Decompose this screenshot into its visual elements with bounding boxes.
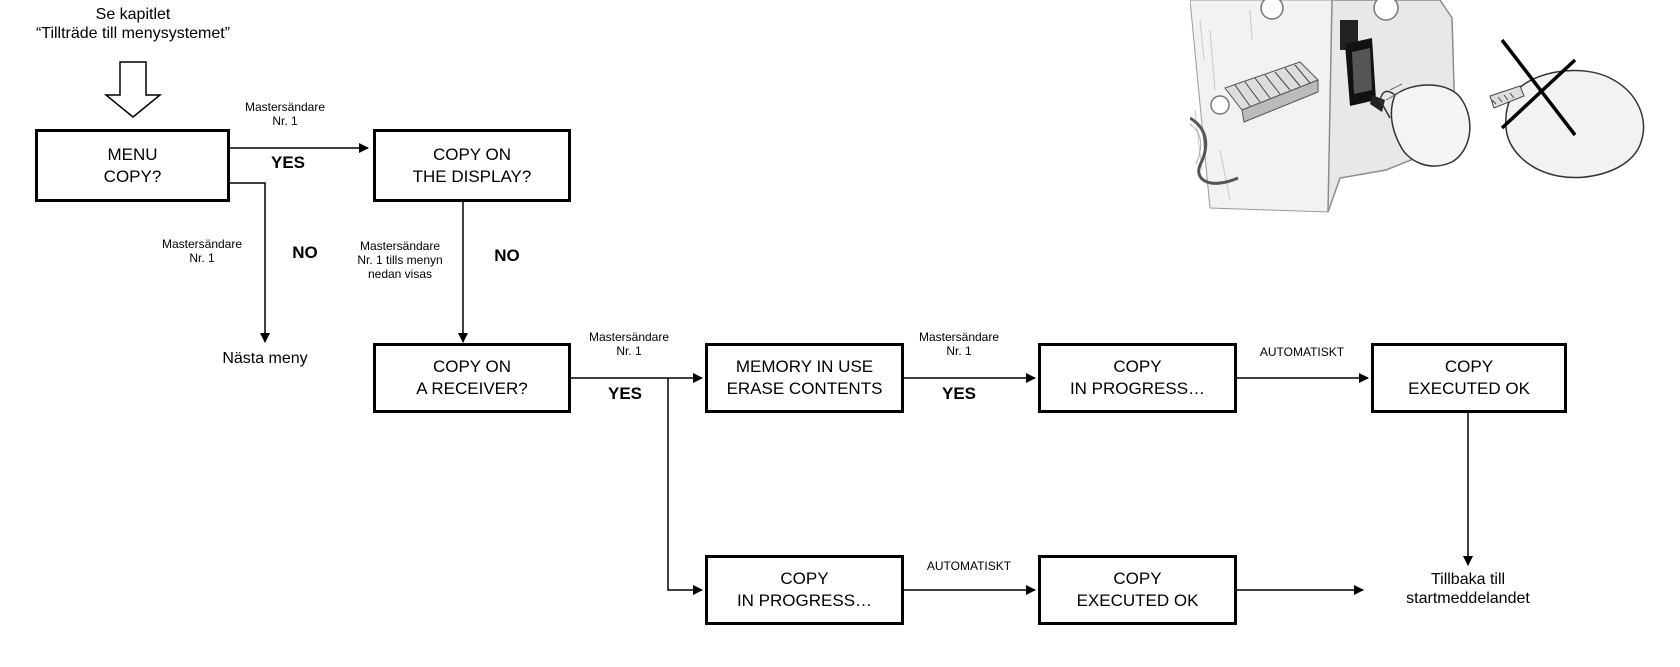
label-master-receiver: Mastersändare Nr. 1 bbox=[569, 330, 689, 358]
node-line: MEMORY IN USE bbox=[735, 357, 874, 376]
node-copy-executed-top: COPY EXECUTED OK bbox=[1371, 343, 1567, 413]
label-line: Nr. 1 bbox=[189, 251, 215, 265]
node-line: COPY bbox=[1444, 357, 1494, 376]
label-line: startmeddelandet bbox=[1406, 590, 1530, 607]
node-line: THE DISPLAY? bbox=[412, 166, 532, 186]
node-copy-executed-bottom: COPY EXECUTED OK bbox=[1038, 555, 1237, 625]
label-line: Tillbaka till bbox=[1430, 571, 1506, 588]
label-line: Nr. 1 tills menyn bbox=[357, 253, 443, 267]
node-line: A RECEIVER? bbox=[416, 379, 528, 398]
label-master-yes-1: Mastersändare Nr. 1 bbox=[225, 100, 345, 128]
label-no-2: NO bbox=[494, 246, 520, 265]
node-memory-in-use: MEMORY IN USE ERASE CONTENTS bbox=[705, 343, 904, 413]
label-line: Nr. 1 bbox=[616, 344, 642, 358]
label-master-no-1: Mastersändare Nr. 1 bbox=[142, 237, 262, 265]
label-line: Mastersändare bbox=[244, 100, 326, 114]
node-line: COPY? bbox=[103, 166, 162, 186]
arrow-receiver-to-progress-bottom bbox=[667, 378, 703, 595]
intro-line-1: Se kapitlet bbox=[95, 6, 171, 23]
label-no-1: NO bbox=[292, 243, 318, 262]
label-line: nedan visas bbox=[367, 267, 433, 281]
arrow-menu-to-next bbox=[230, 182, 270, 343]
label-yes-1: YES bbox=[270, 153, 306, 172]
node-copy-in-progress-bottom: COPY IN PROGRESS… bbox=[705, 555, 904, 625]
node-line: IN PROGRESS… bbox=[1069, 379, 1206, 398]
label-line: Mastersändare bbox=[359, 239, 441, 253]
label-auto-bottom: AUTOMATISKT bbox=[926, 559, 1012, 573]
label-next-menu: Nästa meny bbox=[222, 350, 308, 367]
label-line: Mastersändare bbox=[588, 330, 670, 344]
label-back-to-start: Tillbaka till startmeddelandet bbox=[1385, 570, 1551, 608]
label-master-until-menu: Mastersändare Nr. 1 tills menyn nedan vi… bbox=[340, 239, 460, 281]
entry-hollow-arrow bbox=[103, 61, 163, 118]
node-copy-on-receiver: COPY ON A RECEIVER? bbox=[373, 343, 571, 413]
node-copy-in-progress-top: COPY IN PROGRESS… bbox=[1038, 343, 1237, 413]
node-line: COPY ON bbox=[432, 144, 512, 164]
node-menu-copy: MENU COPY? bbox=[35, 129, 230, 202]
label-line: Mastersändare bbox=[918, 330, 1000, 344]
node-copy-on-display: COPY ON THE DISPLAY? bbox=[373, 129, 571, 202]
label-line: Nr. 1 bbox=[946, 344, 972, 358]
receiver-device-illustration bbox=[1190, 0, 1645, 213]
node-line: COPY bbox=[1113, 569, 1162, 588]
node-line: MENU bbox=[107, 144, 158, 164]
label-line: Nr. 1 bbox=[272, 114, 298, 128]
node-line: EXECUTED OK bbox=[1408, 379, 1530, 398]
node-line: IN PROGRESS… bbox=[736, 591, 873, 610]
intro-note: Se kapitlet “Tillträde till menysystemet… bbox=[0, 5, 266, 43]
node-line: COPY bbox=[780, 569, 829, 588]
node-line: COPY bbox=[1113, 357, 1162, 376]
label-yes-3: YES bbox=[941, 384, 977, 403]
intro-line-2: “Tillträde till menysystemet” bbox=[35, 25, 231, 42]
node-line: ERASE CONTENTS bbox=[726, 379, 883, 398]
label-line: Mastersändare bbox=[161, 237, 243, 251]
node-line: EXECUTED OK bbox=[1076, 591, 1199, 610]
node-line: COPY ON bbox=[432, 357, 512, 376]
label-yes-2: YES bbox=[607, 384, 643, 403]
label-master-memory: Mastersändare Nr. 1 bbox=[899, 330, 1019, 358]
label-auto-top: AUTOMATISKT bbox=[1259, 345, 1345, 359]
